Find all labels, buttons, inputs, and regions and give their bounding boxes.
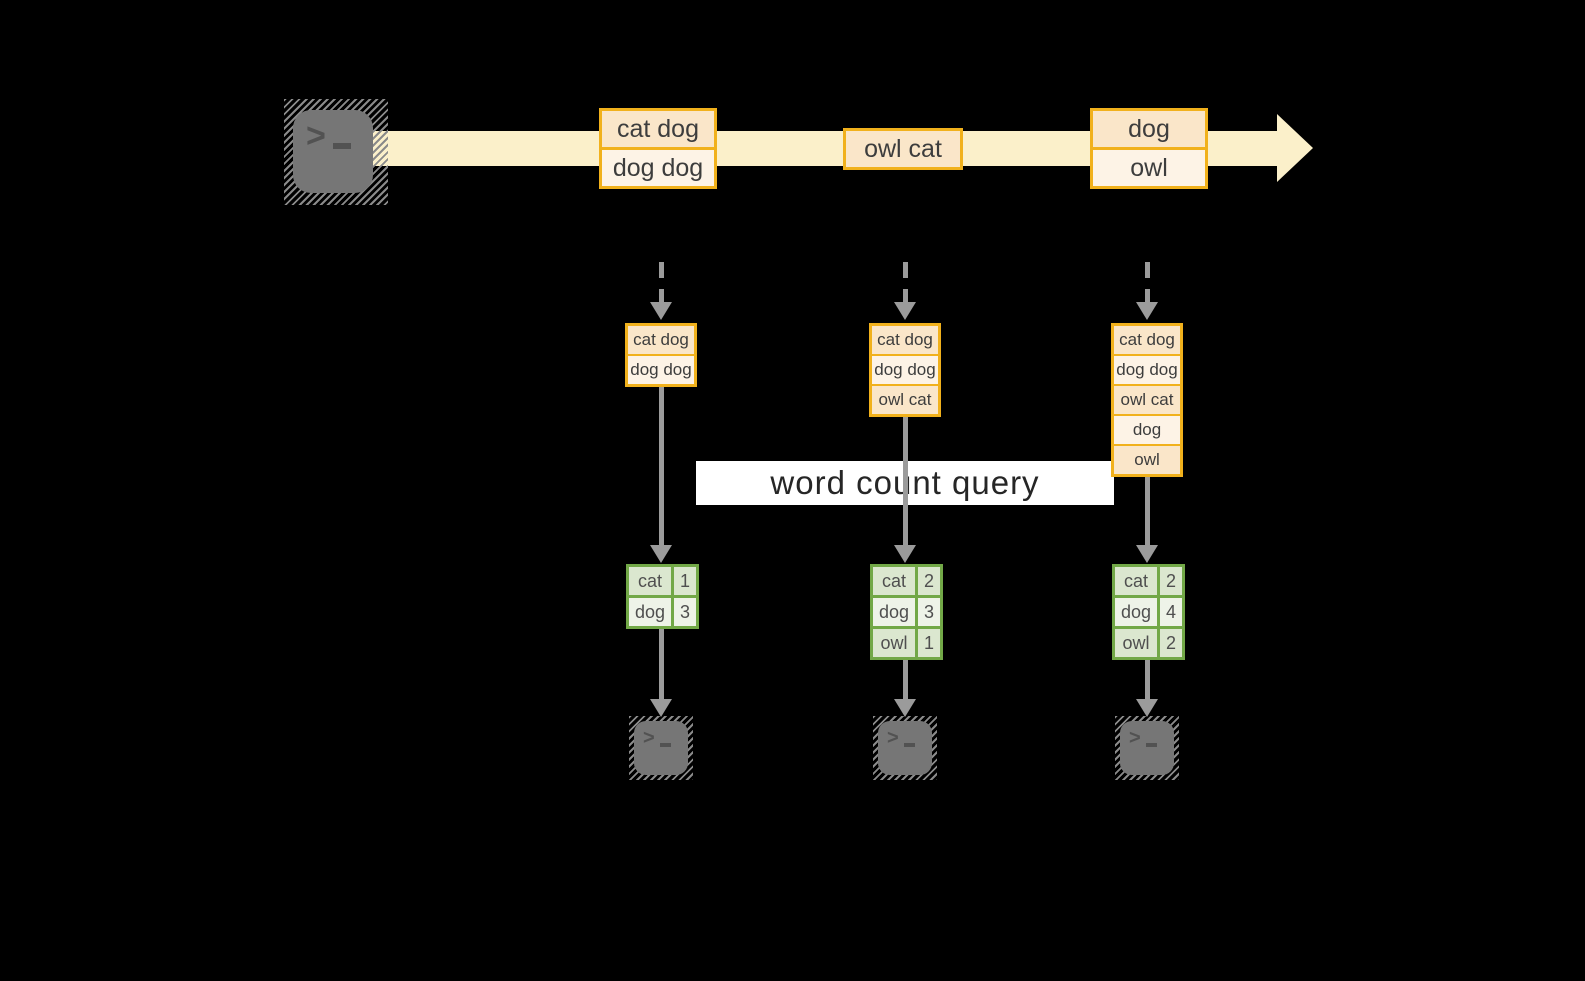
buffer-box-1: cat dog dog dog [625, 323, 697, 387]
batch-item: owl cat [846, 131, 960, 167]
dashed-arrow-head-icon [894, 302, 916, 320]
arrow-line [1145, 660, 1150, 699]
buffer-box-3: cat dog dog dog owl cat dog owl [1111, 323, 1183, 477]
dashed-arrow-head-icon [1136, 302, 1158, 320]
stream-arrowhead-icon [1277, 114, 1313, 182]
batch-item: owl [1093, 147, 1205, 186]
prompt-underscore-icon [660, 743, 671, 747]
receiver-terminal-hatch: > [873, 716, 937, 780]
receiver-terminal-icon: > [1120, 721, 1174, 775]
buffer-item: owl cat [1114, 384, 1180, 414]
dashed-arrow-line [659, 262, 664, 302]
prompt-chevron-icon: > [643, 727, 655, 749]
batch-item: dog dog [602, 147, 714, 186]
prompt-chevron-icon: > [887, 727, 899, 749]
receiver-terminal-hatch: > [629, 716, 693, 780]
buffer-item: dog dog [872, 354, 938, 384]
arrow-line [1145, 477, 1150, 545]
prompt-underscore-icon [904, 743, 915, 747]
buffer-item: cat dog [628, 326, 694, 354]
prompt-underscore-icon [333, 143, 351, 149]
count-cell: 2 [1157, 567, 1182, 595]
word-cell: owl [873, 629, 915, 657]
batch-box-3: dog owl [1090, 108, 1208, 189]
dashed-arrow-line [903, 262, 908, 302]
count-cell: 2 [915, 567, 940, 595]
arrow-head-icon [894, 699, 916, 717]
receiver-terminal-hatch: > [1115, 716, 1179, 780]
buffer-item: cat dog [1114, 326, 1180, 354]
batch-item: dog [1093, 111, 1205, 147]
arrow-head-icon [650, 699, 672, 717]
buffer-item: owl cat [872, 384, 938, 414]
count-cell: 3 [671, 598, 696, 626]
word-cell: cat [1115, 567, 1157, 595]
count-cell: 4 [1157, 598, 1182, 626]
word-count-table-3: cat 2 dog 4 owl 2 [1112, 564, 1185, 660]
buffer-item: dog dog [1114, 354, 1180, 384]
arrow-head-icon [894, 545, 916, 563]
count-cell: 2 [1157, 629, 1182, 657]
prompt-underscore-icon [1146, 743, 1157, 747]
arrow-line [659, 387, 664, 545]
arrow-line [659, 629, 664, 699]
count-cell: 3 [915, 598, 940, 626]
source-terminal-hatch: > [284, 99, 388, 205]
receiver-terminal-icon: > [878, 721, 932, 775]
arrow-head-icon [1136, 699, 1158, 717]
buffer-item: owl [1114, 444, 1180, 474]
word-count-table-1: cat 1 dog 3 [626, 564, 699, 629]
arrow-line [903, 417, 908, 545]
arrow-line [903, 660, 908, 699]
buffer-item: dog dog [628, 354, 694, 384]
word-cell: cat [873, 567, 915, 595]
source-terminal-icon: > [293, 110, 373, 193]
buffer-box-2: cat dog dog dog owl cat [869, 323, 941, 417]
batch-box-2: owl cat [843, 128, 963, 170]
arrow-head-icon [1136, 545, 1158, 563]
prompt-chevron-icon: > [306, 117, 326, 155]
word-cell: dog [629, 598, 671, 626]
buffer-item: dog [1114, 414, 1180, 444]
prompt-chevron-icon: > [1129, 727, 1141, 749]
arrow-head-icon [650, 545, 672, 563]
batch-item: cat dog [602, 111, 714, 147]
word-cell: cat [629, 567, 671, 595]
word-cell: dog [1115, 598, 1157, 626]
word-cell: dog [873, 598, 915, 626]
batch-box-1: cat dog dog dog [599, 108, 717, 189]
dashed-arrow-line [1145, 262, 1150, 302]
count-cell: 1 [671, 567, 696, 595]
receiver-terminal-icon: > [634, 721, 688, 775]
word-count-table-2: cat 2 dog 3 owl 1 [870, 564, 943, 660]
buffer-item: cat dog [872, 326, 938, 354]
count-cell: 1 [915, 629, 940, 657]
word-cell: owl [1115, 629, 1157, 657]
dashed-arrow-head-icon [650, 302, 672, 320]
